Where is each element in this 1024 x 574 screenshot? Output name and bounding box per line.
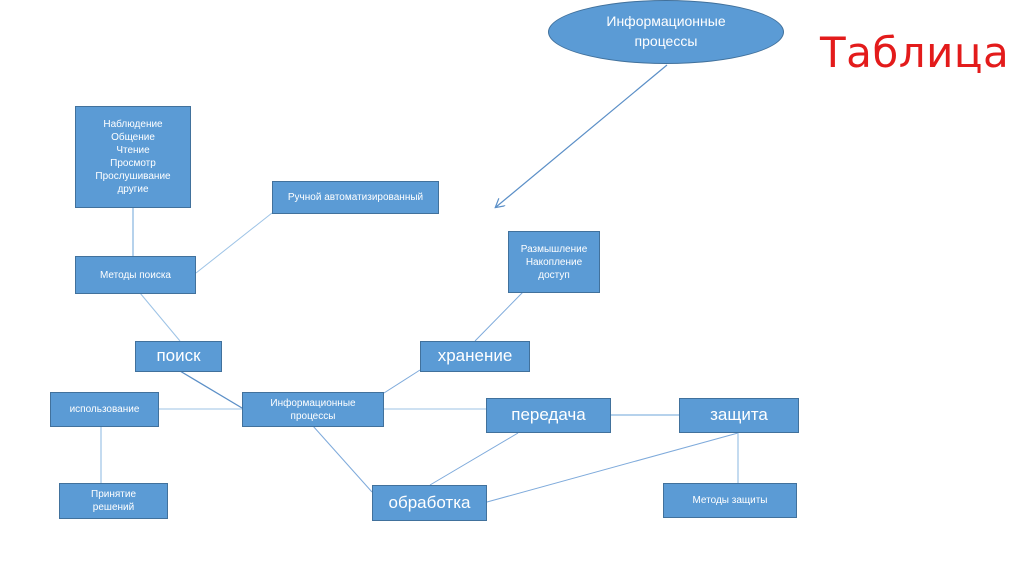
edge-methods-manual bbox=[195, 212, 273, 274]
edge-center-processing bbox=[312, 425, 373, 493]
edge-center-storage bbox=[383, 369, 421, 394]
edge-search-center bbox=[179, 370, 243, 409]
protection-box: защита bbox=[679, 398, 799, 433]
center-info-processes-box: Информационные процессы bbox=[242, 392, 384, 427]
edge-transfer-processing bbox=[429, 432, 519, 486]
usage-box: использование bbox=[50, 392, 159, 427]
edge-methods-search bbox=[139, 292, 181, 342]
storage-box: хранение bbox=[420, 341, 530, 372]
processing-box: обработка bbox=[372, 485, 487, 521]
search-box: поиск bbox=[135, 341, 222, 372]
slide-title: Таблица bbox=[820, 28, 1010, 77]
storage-details-box: Размышление Накопление доступ bbox=[508, 231, 600, 293]
info-processes-ellipse: Информационные процессы bbox=[548, 0, 784, 64]
search-methods-box: Методы поиска bbox=[75, 256, 196, 294]
arrow-ellipse-to-center bbox=[496, 64, 668, 207]
edge-protection-processing bbox=[486, 432, 739, 503]
transfer-box: передача bbox=[486, 398, 611, 433]
edge-storage-details bbox=[474, 291, 524, 342]
manual-automated-box: Ручной автоматизированный bbox=[272, 181, 439, 214]
protection-methods-box: Методы защиты bbox=[663, 483, 797, 518]
activities-box: Наблюдение Общение Чтение Просмотр Просл… bbox=[75, 106, 191, 208]
decision-box: Принятие решений bbox=[59, 483, 168, 519]
